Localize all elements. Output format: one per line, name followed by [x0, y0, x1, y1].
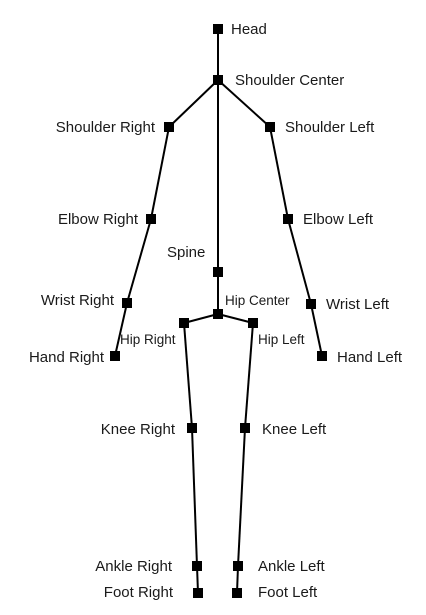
label-ankle-left: Ankle Left: [258, 558, 326, 575]
label-shoulder-right: Shoulder Right: [56, 119, 156, 136]
joint-hip-left: [248, 318, 258, 328]
label-shoulder-left: Shoulder Left: [285, 119, 375, 136]
joint-ankle-left: [233, 561, 243, 571]
joint-foot-left: [232, 588, 242, 598]
joint-spine: [213, 267, 223, 277]
label-knee-right: Knee Right: [101, 421, 176, 438]
joint-ankle-right: [192, 561, 202, 571]
bone-shin-left: [237, 427, 246, 567]
label-spine: Spine: [167, 244, 205, 261]
joint-knee-left: [240, 423, 250, 433]
skeleton-joints: [110, 24, 327, 598]
bone-hand-right: [114, 302, 128, 357]
label-ankle-right: Ankle Right: [95, 558, 173, 575]
bone-forearm-left: [287, 218, 312, 305]
joint-hip-center: [213, 309, 223, 319]
label-hand-right: Hand Right: [29, 349, 105, 366]
joint-shoulder-right: [164, 122, 174, 132]
label-head: Head: [231, 21, 267, 38]
joint-head: [213, 24, 223, 34]
label-hip-right: Hip Right: [120, 332, 176, 347]
bone-upper-arm-right: [150, 126, 170, 220]
bone-hip-right: [183, 313, 219, 324]
label-knee-left: Knee Left: [262, 421, 327, 438]
joint-wrist-left: [306, 299, 316, 309]
bone-thigh-right: [183, 322, 193, 429]
skeleton-bones: [114, 29, 323, 594]
bone-forearm-right: [126, 218, 152, 304]
bone-shoulder-left: [217, 79, 271, 128]
label-wrist-right: Wrist Right: [41, 292, 115, 309]
bone-thigh-left: [244, 322, 254, 429]
label-hand-left: Hand Left: [337, 349, 403, 366]
joint-knee-right: [187, 423, 197, 433]
skeleton-labels: Head Shoulder Center Shoulder Right Shou…: [29, 21, 403, 601]
joint-shoulder-left: [265, 122, 275, 132]
bone-shin-right: [191, 427, 198, 567]
joint-foot-right: [193, 588, 203, 598]
bone-hand-left: [310, 303, 323, 357]
joint-elbow-left: [283, 214, 293, 224]
bone-shoulder-right: [168, 79, 219, 128]
label-hip-center: Hip Center: [225, 293, 290, 308]
bone-upper-arm-left: [269, 126, 289, 220]
label-wrist-left: Wrist Left: [326, 296, 390, 313]
label-foot-left: Foot Left: [258, 584, 318, 601]
joint-hip-right: [179, 318, 189, 328]
label-foot-right: Foot Right: [104, 584, 174, 601]
joint-wrist-right: [122, 298, 132, 308]
bone-hip-left: [217, 313, 254, 324]
joint-hand-right: [110, 351, 120, 361]
label-elbow-left: Elbow Left: [303, 211, 374, 228]
label-elbow-right: Elbow Right: [58, 211, 139, 228]
label-shoulder-center: Shoulder Center: [235, 72, 344, 89]
joint-hand-left: [317, 351, 327, 361]
joint-elbow-right: [146, 214, 156, 224]
label-hip-left: Hip Left: [258, 332, 305, 347]
joint-shoulder-center: [213, 75, 223, 85]
